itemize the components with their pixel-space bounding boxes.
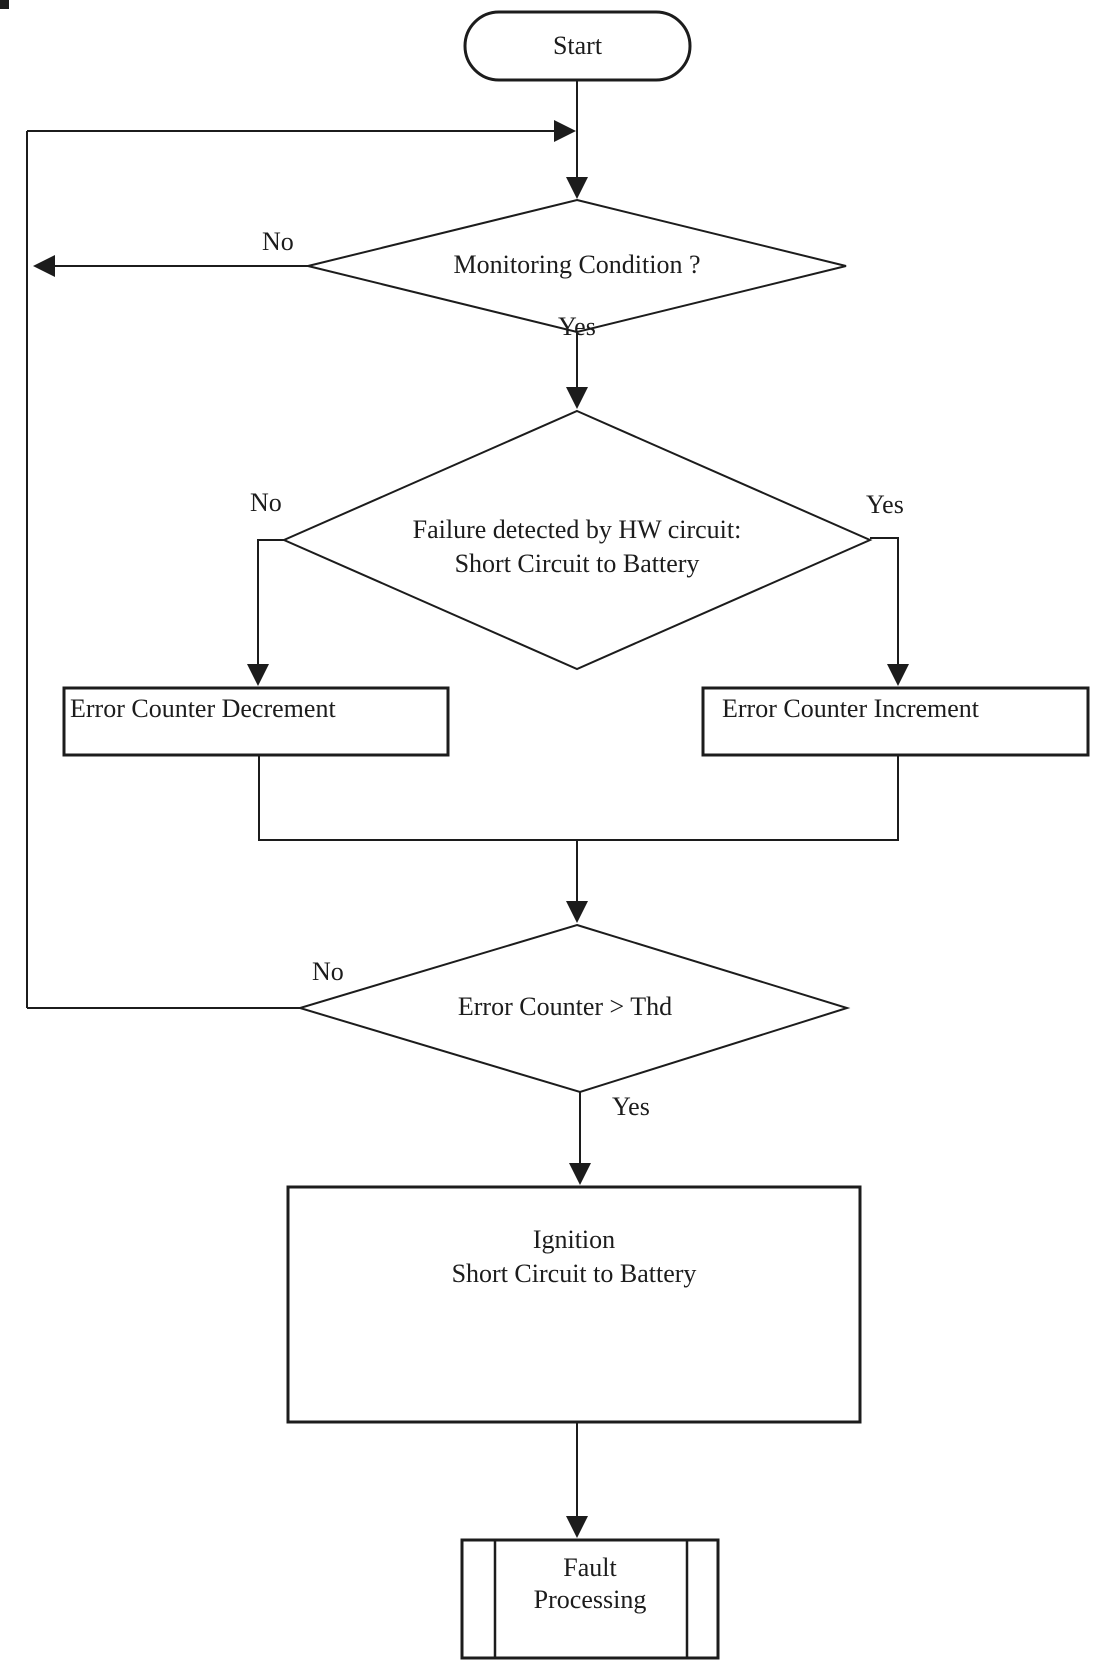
fault-subroutine-shape — [460, 1538, 720, 1660]
fault-line2: Processing — [533, 1585, 647, 1614]
failure-decision-label: Failure detected by HW circuit: Short Ci… — [327, 513, 827, 581]
connector-failure-yes — [870, 537, 899, 666]
threshold-decision-label: Error Counter > Thd — [457, 992, 673, 1021]
connector-merge — [258, 755, 899, 841]
failure-yes-label: Yes — [866, 490, 904, 519]
connector-failure-no — [257, 539, 284, 666]
arrowhead-into-monitoring — [566, 177, 588, 199]
arrowhead-into-threshold — [566, 901, 588, 923]
ignition-line1: Ignition — [532, 1225, 616, 1254]
monitoring-yes-label: Yes — [558, 312, 596, 341]
arrowhead-into-fault — [566, 1516, 588, 1538]
scan-artifact-mark — [0, 0, 9, 9]
failure-no-label: No — [250, 488, 282, 517]
arrowhead-loop-rejoin — [554, 120, 576, 142]
arrowhead-monitoring-no — [33, 255, 55, 277]
arrowhead-into-increment — [887, 664, 909, 686]
increment-process-label: Error Counter Increment — [722, 694, 980, 723]
threshold-yes-label: Yes — [612, 1092, 650, 1121]
monitoring-decision-label: Monitoring Condition ? — [453, 250, 701, 279]
failure-decision-line1: Failure detected by HW circuit: — [412, 515, 742, 544]
failure-decision-shape — [281, 409, 873, 671]
monitoring-no-label: No — [262, 227, 294, 256]
failure-decision-line2: Short Circuit to Battery — [454, 549, 700, 578]
ignition-line2: Short Circuit to Battery — [451, 1259, 697, 1288]
fault-subroutine-label: Fault Processing — [462, 1552, 718, 1616]
ignition-process-shape — [286, 1185, 862, 1424]
decrement-process-label: Error Counter Decrement — [70, 694, 336, 723]
start-label: Start — [552, 31, 603, 60]
increment-process-shape — [701, 686, 1090, 757]
arrowhead-into-decrement — [247, 664, 269, 686]
decrement-process-shape — [62, 686, 450, 757]
arrowhead-into-failure — [566, 387, 588, 409]
threshold-no-label: No — [312, 957, 344, 986]
arrowhead-into-ignition — [569, 1163, 591, 1185]
ignition-process-label: Ignition Short Circuit to Battery — [288, 1223, 860, 1291]
fault-line1: Fault — [563, 1553, 617, 1582]
